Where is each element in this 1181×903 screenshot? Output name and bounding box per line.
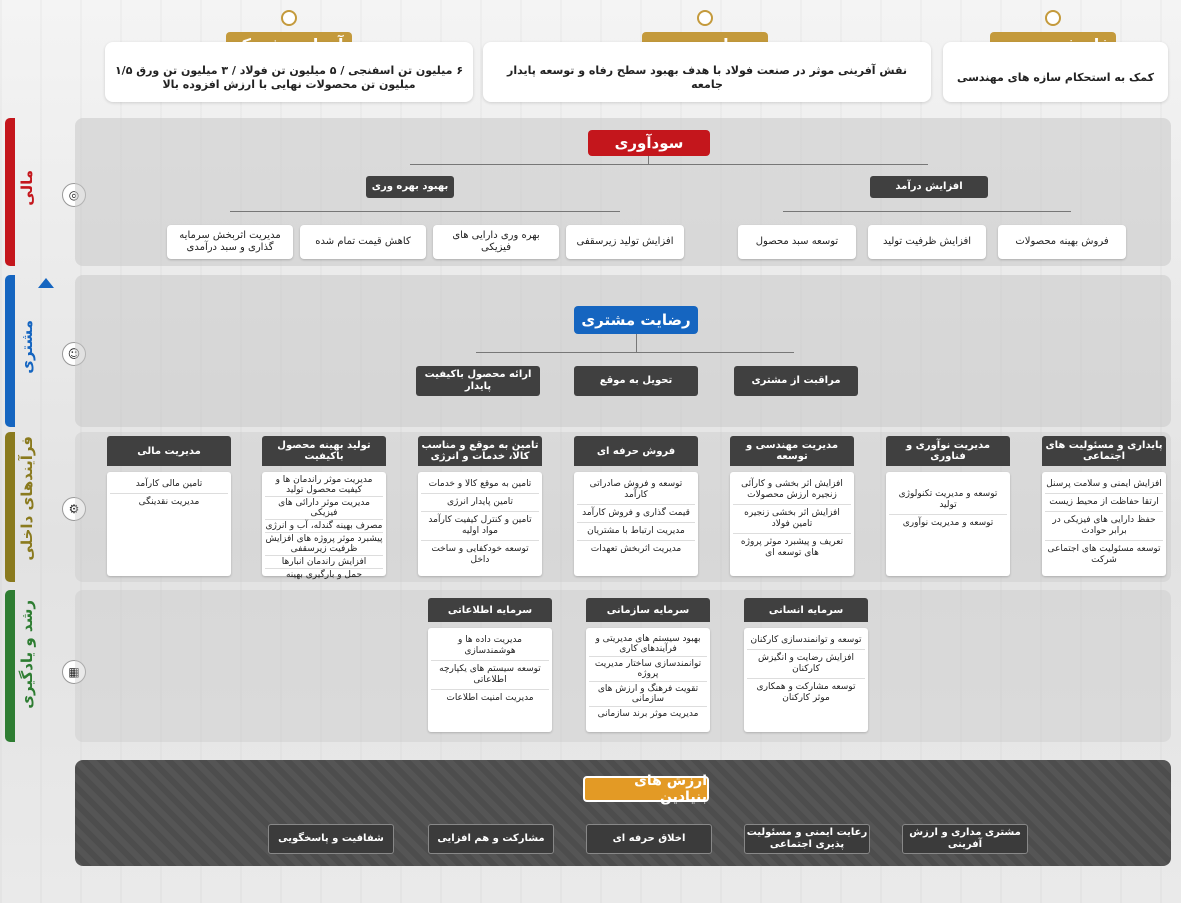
value-customer: مشتری مداری و ارزش آفرینی — [902, 824, 1028, 854]
customer-item-care: مراقبت از مشتری — [734, 366, 858, 396]
customer-bar — [5, 275, 15, 427]
col-sales: توسعه و فروش صادراتی کارآمد قیمت گذاری و… — [574, 472, 698, 576]
col-production-title: تولید بهینه محصول باکیفیت — [262, 436, 386, 466]
value-participation: مشارکت و هم افزایی — [428, 824, 554, 854]
chart-icon — [697, 10, 713, 26]
core-values-title: ارزش های بنیادین — [583, 773, 709, 805]
revenue-box: افزایش درآمد — [870, 176, 988, 198]
internal-bar — [5, 432, 15, 582]
col-finance-mgmt-title: مدیریت مالی — [107, 436, 231, 466]
target-icon — [281, 10, 297, 26]
col-finance-mgmt: تامین مالی کارآمد مدیریت نقدینگی — [107, 472, 231, 576]
shared-vision-card: ۶ میلیون تن اسفنجی / ۵ میلیون تن فولاد /… — [105, 42, 473, 102]
gears-icon: ⚙ — [62, 497, 86, 521]
customer-satisfaction-box: رضایت مشتری — [574, 306, 698, 334]
calendar-icon: ▦ — [62, 660, 86, 684]
growth-bar — [5, 590, 15, 742]
customer-arrow-icon — [38, 278, 54, 288]
value-safety: رعایت ایمنی و مسئولیت پذیری اجتماعی — [744, 824, 870, 854]
fin-right-item-3: فروش بهینه محصولات — [998, 225, 1126, 259]
mission-card: نقش آفرینی موثر در صنعت فولاد با هدف بهب… — [483, 42, 931, 102]
customer-item-quality: ارائه محصول باکیفیت پایدار — [416, 366, 540, 396]
col-supply: تامین به موقع کالا و خدمات تامین پایدار … — [418, 472, 542, 576]
financial-bar — [5, 118, 15, 266]
internal-label: فرآیندهای داخلی — [18, 436, 36, 561]
col-engineering: افزایش اثر بخشی و کارآئی زنجیره ارزش محص… — [730, 472, 854, 576]
fin-left-item-2: کاهش قیمت تمام شده — [300, 225, 426, 259]
col-supply-title: تامین به موقع و مناسب کالا، خدمات و انرژ… — [418, 436, 542, 466]
bulb-icon — [1045, 10, 1061, 26]
col-info-capital: مدیریت داده ها و هوشمندسازی توسعه سیستم … — [428, 628, 552, 732]
col-org-capital: بهبود سیستم های مدیریتی و فرآیندهای کاری… — [586, 628, 710, 732]
financial-label: مالی — [18, 170, 36, 206]
value-ethics: اخلاق حرفه ای — [586, 824, 712, 854]
col-sales-title: فروش حرفه ای — [574, 436, 698, 466]
col-org-capital-title: سرمایه سازمانی — [586, 598, 710, 622]
col-engineering-title: مدیریت مهندسی و توسعه — [730, 436, 854, 466]
profitability-box: سودآوری — [588, 130, 710, 156]
fin-left-item-1: مدیریت اثربخش سرمایه گذاری و سبد درآمدی — [167, 225, 293, 259]
col-sustainability-title: پایداری و مسئولیت های اجتماعی — [1042, 436, 1166, 466]
col-innovation: توسعه و مدیریت تکنولوژی تولید توسعه و مد… — [886, 472, 1010, 576]
fin-left-item-4: افزایش تولید زیرسقفی — [566, 225, 684, 259]
philosophy-card: کمک به استحکام سازه های مهندسی — [943, 42, 1168, 102]
fin-left-item-3: بهره وری دارایی های فیزیکی — [433, 225, 559, 259]
customer-label: مشتری — [18, 320, 36, 374]
fin-right-item-2: افزایش ظرفیت تولید — [868, 225, 986, 259]
col-sustainability: افزایش ایمنی و سلامت پرسنل ارتقا حفاظت ا… — [1042, 472, 1166, 576]
value-transparency: شفافیت و پاسخگویی — [268, 824, 394, 854]
customer-panel — [75, 275, 1171, 427]
col-innovation-title: مدیریت نوآوری و فناوری — [886, 436, 1010, 466]
col-human-capital-title: سرمایه انسانی — [744, 598, 868, 622]
growth-label: رشد و یادگیری — [18, 600, 36, 709]
customer-item-delivery: تحویل به موقع — [574, 366, 698, 396]
col-info-capital-title: سرمایه اطلاعاتی — [428, 598, 552, 622]
fin-right-item-1: توسعه سبد محصول — [738, 225, 856, 259]
col-production: مدیریت موثر راندمان ها و کیفیت محصول تول… — [262, 472, 386, 580]
col-human-capital: توسعه و توانمندسازی کارکنان افزایش رضایت… — [744, 628, 868, 732]
productivity-box: بهبود بهره وری — [366, 176, 454, 198]
